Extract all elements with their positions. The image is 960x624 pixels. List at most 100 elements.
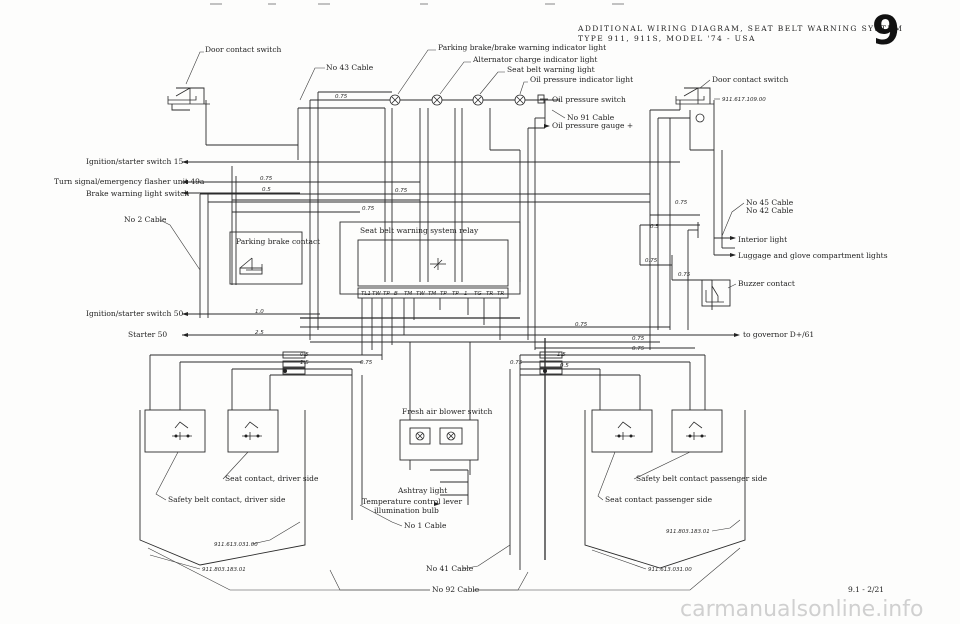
wire-size: 0.75: [632, 346, 645, 352]
svg-text:TG: TG: [474, 291, 482, 297]
leader: [397, 49, 436, 95]
wire-size: 0.75: [632, 336, 645, 342]
leader: [159, 219, 201, 271]
wire-size: 0.75: [260, 176, 273, 182]
label-no42-cable: No 42 Cable: [746, 206, 794, 215]
wire-size: 0.75: [575, 322, 588, 328]
label-oil-pressure-gauge: Oil pressure gauge +: [552, 121, 633, 130]
header-line-2: TYPE 911, 911S, MODEL '74 - USA: [578, 34, 756, 43]
svg-text:TR: TR: [486, 291, 493, 297]
wire-size: 0.5: [262, 187, 271, 193]
label-buzzer-contact: Buzzer contact: [738, 279, 795, 288]
door-contact-switch-left: [167, 87, 210, 111]
label-ignition-50: Ignition/starter switch 50: [86, 309, 183, 318]
svg-text:TP: TP: [440, 291, 447, 297]
label-no43-cable: No 43 Cable: [326, 63, 374, 72]
part-door-contact-right: 911.617.109.00: [722, 97, 766, 103]
part-belt-contact-passenger: 911.803.183.01: [666, 529, 710, 535]
wire-size: 0.75: [362, 206, 375, 212]
relay-terminal-labels: TL1 TW TP B TM TW TM TP TP 1 TG TR TR: [361, 291, 504, 297]
part-seat-contact-driver: 911.613.031.00: [214, 542, 258, 548]
wire-size: 1.5: [557, 352, 566, 358]
wire-size: 0.75: [678, 272, 691, 278]
label-parking-brake-lamp: Parking brake/brake warning indicator li…: [438, 43, 606, 52]
leader: [329, 569, 430, 591]
leader: [519, 81, 528, 95]
svg-text:TW: TW: [372, 291, 381, 297]
svg-text:TM: TM: [428, 291, 436, 297]
buzzer-contact: [701, 279, 731, 307]
leader: [147, 547, 430, 591]
wire-size: 0.75: [510, 360, 523, 366]
label-alternator-lamp: Alternator charge indicator light: [472, 55, 597, 64]
svg-text:TW: TW: [416, 291, 425, 297]
watermark: carmanualsonline.info: [680, 597, 923, 622]
wire-size: 0.5: [300, 352, 309, 358]
label-temp-lever-1: Temperature control lever: [362, 497, 462, 506]
seat-belt-warning-relay: [339, 221, 521, 299]
passenger-loom-outline: [584, 410, 746, 569]
page-number: 9: [872, 8, 900, 54]
wire-size: 0.75: [645, 258, 658, 264]
label-no41-cable: No 41 Cable: [426, 564, 474, 573]
wire-size: 0.75: [360, 360, 373, 366]
label-no91-cable: No 91 Cable: [567, 113, 615, 122]
parking-brake-contact: [229, 231, 303, 285]
svg-text:TM: TM: [404, 291, 412, 297]
wire-size: 0.75: [335, 94, 348, 100]
label-oil-pressure-switch: Oil pressure switch: [552, 95, 626, 104]
label-relay: Seat belt warning system relay: [360, 226, 479, 235]
label-seat-contact-passenger: Seat contact passenger side: [605, 495, 713, 504]
svg-text:TL1: TL1: [361, 291, 371, 297]
indicator-lamps: [389, 94, 526, 106]
label-fresh-air: Fresh air blower switch: [402, 407, 493, 416]
door-contact-switch-right: [675, 87, 714, 123]
leader: [479, 71, 505, 95]
label-luggage-lights: Luggage and glove compartment lights: [738, 251, 888, 260]
page-ref: 9.1 - 2/21: [848, 585, 884, 594]
driver-loom-outline: [139, 410, 306, 566]
leader: [359, 504, 403, 527]
label-parking-brake-contact: Parking brake contact: [236, 237, 320, 246]
leader: [721, 202, 745, 237]
label-no92-cable: No 92 Cable: [432, 585, 480, 594]
leader: [251, 521, 301, 545]
lamp-seat-belt: [472, 94, 484, 106]
leader: [299, 67, 325, 101]
fresh-air-blower-switch: [399, 419, 479, 505]
part-seat-contact-passenger: 911.613.031.00: [648, 567, 692, 573]
leader: [155, 451, 179, 501]
label-no2-cable: No 2 Cable: [124, 215, 167, 224]
leader: [633, 451, 691, 480]
wire-size: 0.75: [395, 188, 408, 194]
wiring-harness: [149, 91, 740, 570]
label-brake-warning-switch: Brake warning light switch: [86, 189, 189, 198]
label-temp-lever-2: illumination bulb: [374, 506, 439, 515]
svg-text:1: 1: [464, 291, 468, 297]
lamp-parking-brake: [389, 94, 401, 106]
leader: [597, 451, 616, 501]
leader: [473, 547, 741, 591]
part-belt-contact-driver: 911.803.183.01: [202, 567, 246, 573]
seat-belt-contact-passenger-unit: [671, 409, 723, 453]
leader: [222, 451, 249, 480]
label-seat-belt-lamp: Seat belt warning light: [507, 65, 595, 74]
seat-contact-driver-unit: [227, 409, 279, 453]
label-ashtray: Ashtray light: [397, 486, 447, 495]
wire-size: 0.5: [650, 224, 659, 230]
wire-size: 1.0: [255, 309, 264, 315]
label-governor: to governor D+/61: [743, 330, 814, 339]
label-door-contact-left: Door contact switch: [205, 45, 282, 54]
header-line-1: ADDITIONAL WIRING DIAGRAM, SEAT BELT WAR…: [577, 24, 903, 33]
seat-contact-passenger-unit: [591, 409, 653, 453]
leader: [473, 571, 529, 591]
leader: [439, 61, 471, 95]
label-interior-light: Interior light: [738, 235, 787, 244]
wire-size: 1.5: [300, 360, 309, 366]
wire-size: 0.5: [560, 363, 569, 369]
wire-size-tags: 0.75 0.75 0.5 0.75 0.75 1.0 2.5 0.75 0.7…: [255, 94, 691, 369]
label-ignition-15: Ignition/starter switch 15: [86, 157, 183, 166]
lamp-alternator: [431, 94, 443, 106]
